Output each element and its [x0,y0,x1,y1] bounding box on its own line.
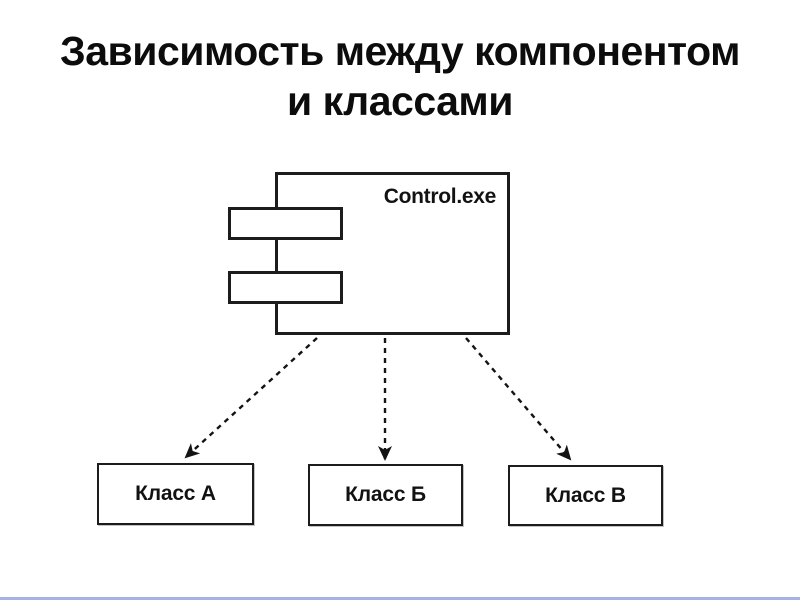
class-box-a: Класс А [97,463,254,525]
class-label-v: Класс В [545,483,626,507]
class-box-v: Класс В [508,465,663,526]
page-title: Зависимость между компонентом и классами [0,26,800,126]
dependency-arrow-to-class-a [184,337,318,459]
component-interface-tab-bottom-icon [228,271,343,304]
component-interface-tab-top-icon [228,207,343,240]
bottom-accent-line [0,597,800,600]
class-label-a: Класс А [135,482,216,505]
class-box-b: Класс Б [308,464,463,526]
component-label: Control.exe [383,185,497,208]
page-title-line-1: Зависимость между компонентом [60,28,740,74]
dependency-arrow-to-class-v [465,337,572,461]
page-title-line-2: и классами [287,78,513,124]
component-box-control-exe: Control.exe [275,172,510,335]
class-label-b: Класс Б [345,483,426,506]
